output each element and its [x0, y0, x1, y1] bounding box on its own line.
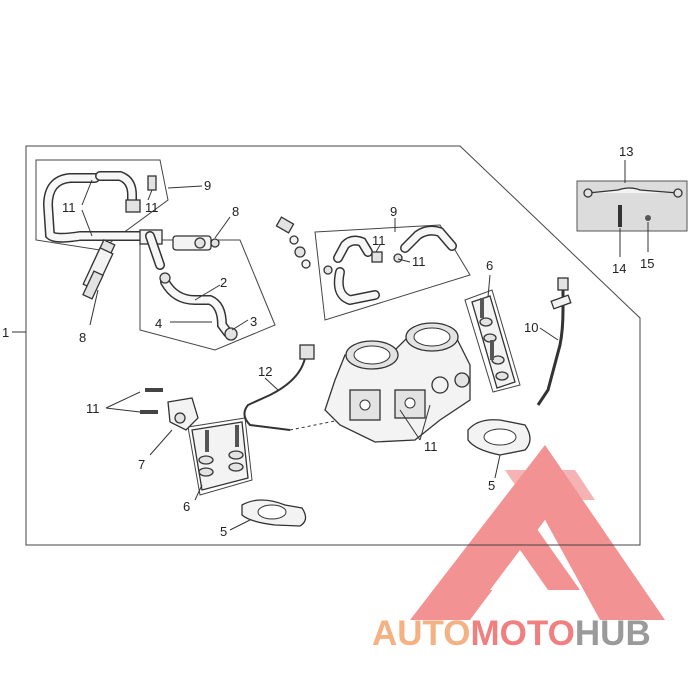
- bracket-13-hole-right: [673, 188, 683, 198]
- label-4: 4: [155, 316, 162, 331]
- label-9-centre: 9: [390, 204, 397, 219]
- label-11-bolts: 11: [86, 401, 100, 416]
- throttle-body: [324, 322, 471, 443]
- watermark-part-auto: AUTO: [372, 614, 471, 653]
- subframe-hoses-left: [35, 159, 169, 251]
- hose-end-4: [159, 272, 171, 284]
- label-3: 3: [250, 314, 257, 329]
- label-8-right: 8: [232, 204, 239, 219]
- label-11-centre-a: 11: [372, 233, 386, 248]
- fitting-centre: [275, 216, 311, 269]
- label-10: 10: [524, 320, 538, 335]
- clip-11-centre: [371, 251, 383, 263]
- subframe-bracket-right: [464, 289, 521, 393]
- gasket-5-right: [467, 419, 531, 456]
- bracket-6-right: [471, 295, 516, 389]
- label-15: 15: [640, 256, 654, 271]
- label-7: 7: [138, 457, 145, 472]
- subframe-hoses-234: [139, 239, 276, 351]
- label-11-top: 11: [145, 200, 159, 215]
- sensor-8: [172, 235, 220, 251]
- watermark-part-moto: MOTO: [470, 614, 575, 653]
- hose-clip: [125, 199, 141, 213]
- label-5-right: 5: [488, 478, 495, 493]
- label-6-lower: 6: [183, 499, 190, 514]
- main-frame: [25, 145, 641, 546]
- bolt-11-a: [145, 388, 163, 392]
- watermark-text: AUTOMOTOHUB: [372, 614, 651, 654]
- label-12: 12: [258, 364, 272, 379]
- injector-8-left: [82, 239, 116, 300]
- bracket-13-hole-left: [583, 188, 593, 198]
- label-6-right: 6: [486, 258, 493, 273]
- bolt-11-b: [140, 410, 158, 414]
- label-2: 2: [220, 275, 227, 290]
- label-11-centre-b: 11: [412, 254, 426, 269]
- sensor-7: [167, 397, 199, 431]
- clamp-3: [224, 327, 238, 341]
- label-8-left: 8: [79, 330, 86, 345]
- clip-11-top: [147, 175, 157, 191]
- label-5-lower: 5: [220, 524, 227, 539]
- watermark-logo-icon: [410, 445, 665, 620]
- cable-12: [243, 357, 306, 431]
- cable-10: [536, 287, 565, 406]
- label-14: 14: [612, 261, 626, 276]
- label-11-left: 11: [62, 200, 76, 215]
- label-1: 1: [2, 325, 9, 340]
- bracket-13: [587, 187, 679, 194]
- leader-lines: [81, 160, 649, 531]
- bracket-6-lower: [191, 421, 249, 491]
- label-9-left: 9: [204, 178, 211, 193]
- subframe-hoses-centre: [314, 224, 471, 321]
- gasket-5-lower: [241, 499, 307, 527]
- bolt-14: [618, 205, 622, 227]
- washer-15: [645, 215, 651, 221]
- label-11-throttle: 11: [424, 439, 438, 454]
- watermark-part-hub: HUB: [574, 614, 651, 653]
- label-13: 13: [619, 144, 633, 159]
- sensor-12-connector: [299, 344, 315, 360]
- subframe-bracket-lower: [187, 417, 253, 496]
